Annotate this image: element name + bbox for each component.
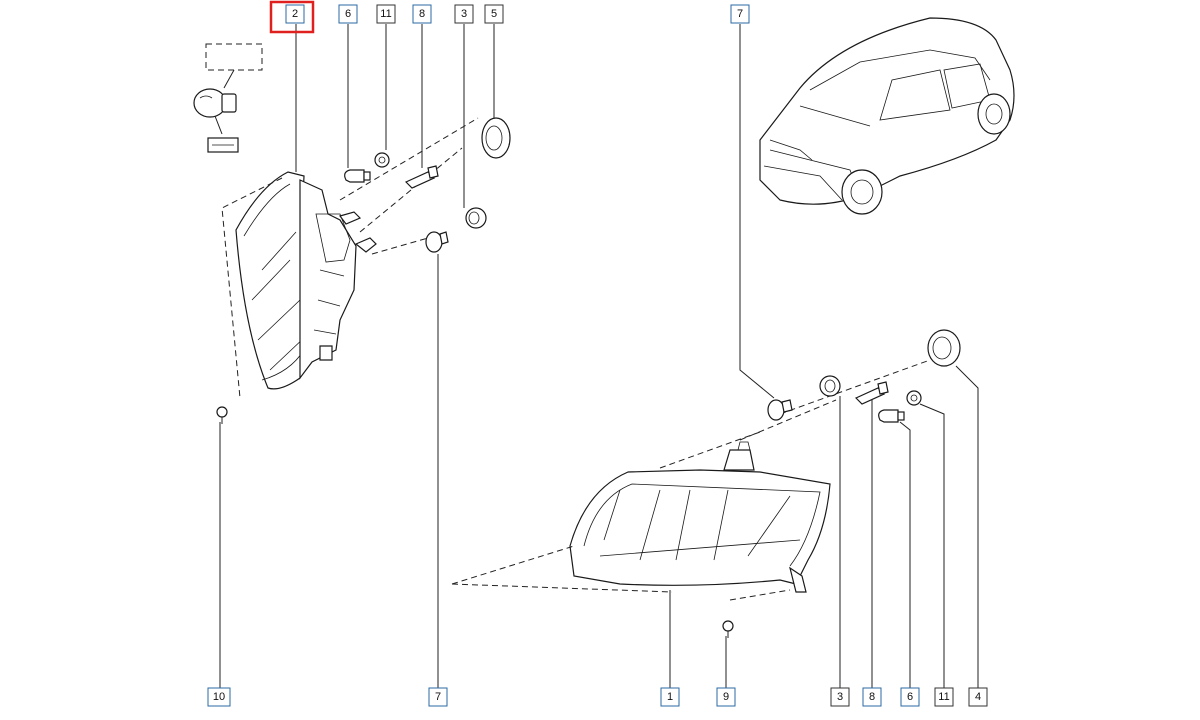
projection-line: [339, 117, 479, 201]
projection-line: [659, 431, 761, 469]
callout-3-bottom[interactable]: 3: [830, 687, 850, 707]
callout-2[interactable]: 2: [269, 0, 315, 34]
callout-8-bottom[interactable]: 8: [862, 687, 882, 707]
callout-label: 3: [837, 691, 843, 703]
callout-4[interactable]: 4: [968, 687, 988, 707]
callout-11[interactable]: 11: [376, 4, 396, 24]
leader-line: [739, 24, 775, 399]
leader-arrow: [214, 115, 223, 135]
callout-label: 9: [723, 691, 729, 703]
bulb-icon: [425, 231, 449, 253]
callout-6[interactable]: 6: [338, 4, 358, 24]
callout-label: 8: [419, 8, 425, 20]
callout-label: 11: [938, 691, 949, 703]
bulb-reference-inset: [193, 43, 263, 153]
callout-label: 6: [907, 691, 913, 703]
headlamp-right: [569, 441, 831, 593]
callout-label: 7: [435, 691, 441, 703]
callout-label: 10: [213, 691, 225, 703]
socket-icon: [927, 329, 961, 367]
bulb-icon: [404, 165, 439, 189]
leader-line: [919, 403, 945, 688]
dashed-reference-box: [205, 43, 263, 71]
bulb-icon: [767, 399, 793, 421]
callout-label: 1: [667, 691, 673, 703]
projection-line: [729, 589, 791, 601]
callout-label: 3: [461, 8, 467, 20]
callout-7[interactable]: 7: [730, 4, 750, 24]
screw-icon: [722, 620, 734, 638]
callout-label: 8: [869, 691, 875, 703]
leader-arrow: [223, 69, 235, 89]
callout-label: 5: [491, 8, 497, 20]
callout-label: 7: [737, 8, 743, 20]
socket-icon: [374, 152, 390, 168]
projection-line: [451, 583, 673, 593]
callout-label: 4: [975, 691, 981, 703]
callout-5[interactable]: 5: [484, 4, 504, 24]
screw-icon: [216, 406, 228, 424]
callout-label: 6: [345, 8, 351, 20]
projection-line: [779, 359, 931, 415]
callout-6-bottom[interactable]: 6: [900, 687, 920, 707]
bulb-icon: [344, 169, 371, 183]
bulb-icon: [193, 88, 237, 118]
headlamp-left: [235, 171, 377, 390]
socket-icon: [819, 375, 841, 397]
projection-line: [221, 177, 283, 399]
callout-1[interactable]: 1: [660, 687, 680, 707]
projection-line: [739, 399, 837, 441]
callout-10[interactable]: 10: [207, 687, 231, 707]
highlight-frame: [269, 0, 315, 34]
callout-label: 2: [292, 8, 298, 20]
bulb-icon: [854, 381, 889, 405]
callout-9[interactable]: 9: [716, 687, 736, 707]
car-illustration: [759, 17, 1015, 215]
callout-7-bottom[interactable]: 7: [428, 687, 448, 707]
callout-3[interactable]: 3: [454, 4, 474, 24]
callout-11-bottom[interactable]: 11: [934, 687, 954, 707]
callout-8[interactable]: 8: [412, 4, 432, 24]
leader-line: [899, 421, 911, 688]
projection-line: [371, 237, 429, 255]
socket-icon: [481, 117, 511, 159]
socket-icon: [906, 390, 922, 406]
callout-label: 11: [380, 8, 391, 20]
leader-line: [955, 365, 979, 688]
projection-line: [359, 147, 463, 233]
bulb-icon: [878, 409, 905, 423]
projection-line: [451, 545, 575, 585]
socket-icon: [465, 207, 487, 229]
